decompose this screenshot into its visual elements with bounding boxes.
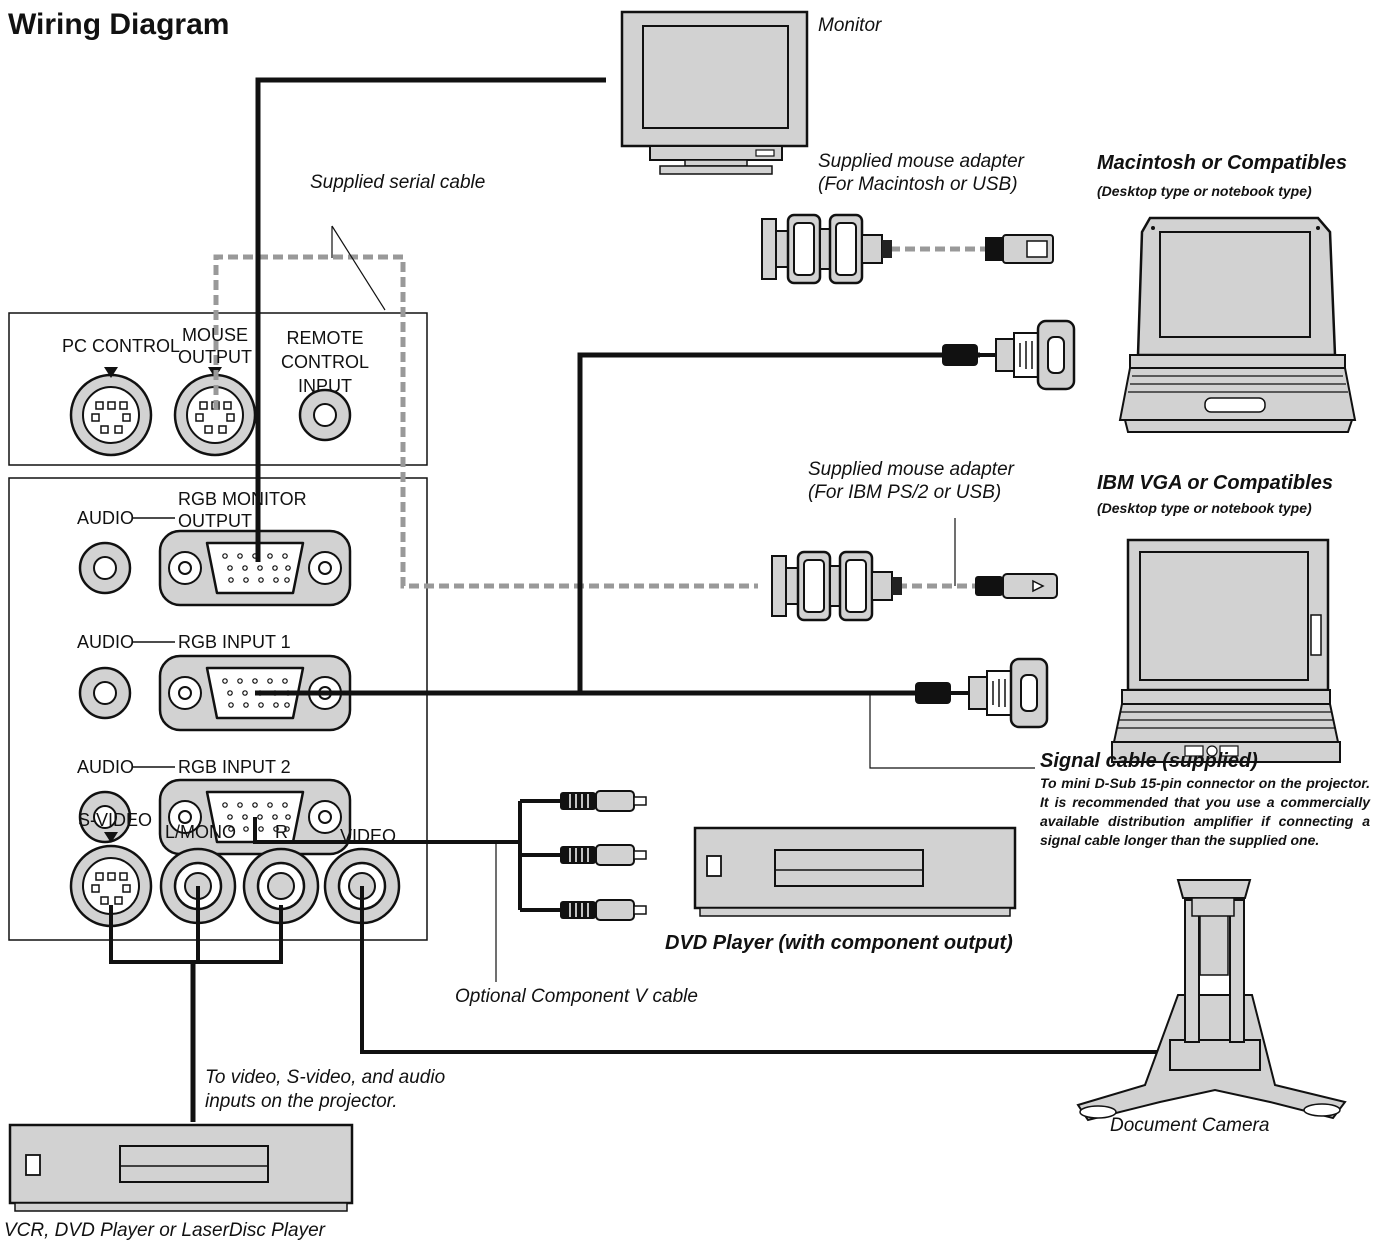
l-mono-label: L/MONO	[165, 822, 237, 842]
vcr-graphic	[8, 1123, 354, 1212]
mac-caption: Macintosh or Compatibles	[1097, 152, 1348, 174]
mac-usb-plug	[985, 234, 1054, 264]
ibm-sub-caption: (Desktop type or notebook type)	[1097, 500, 1312, 516]
signal-cable-caption: Signal cable (supplied)	[1040, 750, 1258, 772]
monitor-graphic	[620, 10, 809, 175]
s-video-label: S-VIDEO	[78, 810, 153, 830]
ibm-caption: IBM VGA or Compatibles	[1097, 472, 1333, 494]
vga-plug-ibm	[913, 657, 1049, 729]
signal-cable-note: To mini D-Sub 15-pin connector on the pr…	[1040, 775, 1370, 848]
audio-label-2: AUDIO	[77, 632, 135, 652]
pc-control-label: PC CONTROL	[62, 336, 181, 356]
document-camera-graphic	[1076, 879, 1347, 1122]
serial-cable-caption: Supplied serial cable	[310, 172, 486, 193]
r-label: R	[275, 822, 288, 842]
mouse-adapter-mac-caption: Supplied mouse adapter(For Macintosh or …	[818, 151, 1024, 195]
rgb-input-2-label: RGB INPUT 2	[178, 757, 291, 777]
dvd-player-graphic	[693, 826, 1017, 917]
audio-label-1: AUDIO	[77, 508, 135, 528]
ibm-laptop-graphic	[1111, 538, 1341, 763]
monitor-caption: Monitor	[818, 15, 882, 36]
mac-sub-caption: (Desktop type or notebook type)	[1097, 183, 1312, 199]
rgb-input-1-label: RGB INPUT 1	[178, 632, 291, 652]
page-title: Wiring Diagram	[8, 8, 230, 41]
vga-plug-mac	[940, 319, 1076, 391]
audio-label-3: AUDIO	[77, 757, 135, 777]
mouse-adapter-ibm-caption: Supplied mouse adapter(For IBM PS/2 or U…	[808, 459, 1014, 503]
pc-control-port	[69, 373, 153, 457]
ibm-plug	[975, 573, 1058, 599]
rgb-monitor-output-port	[158, 529, 352, 607]
dvd-player-caption: DVD Player (with component output)	[665, 932, 1013, 954]
document-camera-caption: Document Camera	[1110, 1115, 1270, 1136]
mouse-adapter-mac	[760, 213, 894, 285]
mouse-adapter-ibm	[770, 550, 904, 622]
mac-laptop-graphic	[1118, 216, 1357, 433]
video-label: VIDEO	[340, 826, 397, 846]
component-cable-caption: Optional Component V cable	[455, 986, 698, 1007]
vcr-caption: VCR, DVD Player or LaserDisc Player	[4, 1220, 325, 1241]
